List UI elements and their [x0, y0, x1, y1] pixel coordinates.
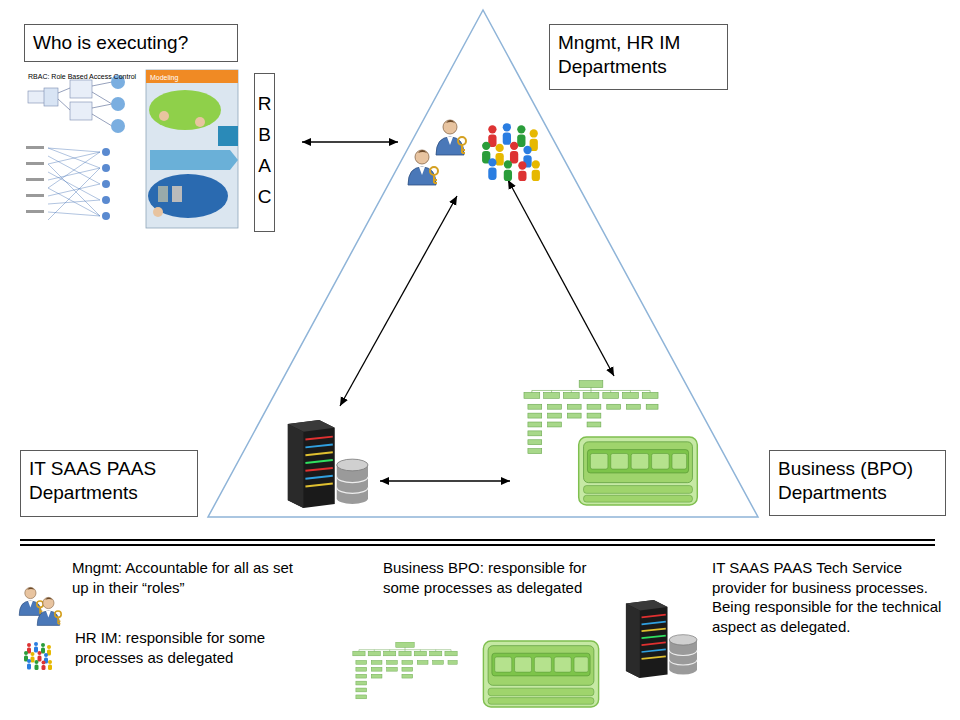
manager-icon: [436, 120, 466, 155]
illustration-caption: Modeling: [150, 74, 178, 81]
illustration-caption: RBAC: Role Based Access Control: [28, 73, 136, 80]
box-text: Who is executing?: [33, 31, 229, 55]
department-box: Business (BPO) Departments: [769, 450, 946, 516]
note-text: Business BPO: responsible for some proce…: [383, 558, 598, 597]
bpm-stack: [579, 437, 698, 505]
separator: [20, 539, 935, 541]
double-arrow: [302, 142, 614, 481]
org-chart: [353, 642, 457, 699]
server-icon: [626, 600, 697, 678]
bpm-stack: [483, 641, 598, 707]
manager-icon: [37, 597, 61, 625]
box-text: Business (BPO) Departments: [778, 457, 937, 505]
separator: [20, 544, 935, 546]
box-text: IT SAAS PAAS Departments: [29, 457, 189, 505]
department-box: IT SAAS PAAS Departments: [20, 450, 198, 517]
modeling-panel: [146, 70, 238, 228]
server-icon: [288, 420, 368, 508]
box-text: RBAC: [255, 88, 274, 212]
rbac-chart: [24, 70, 142, 228]
note-text: HR IM: responsible for some processes as…: [75, 628, 300, 667]
manager-icon: [19, 587, 43, 615]
rbac-box: RBAC: [254, 73, 275, 232]
triangle-outline: [208, 10, 758, 517]
manager-icon: [408, 150, 438, 185]
note-text: IT SAAS PAAS Tech Service provider for b…: [712, 558, 944, 636]
note-text: Mngmt: Accountable for all as set up in …: [72, 558, 312, 597]
box-text: Mngmt, HR IM Departments: [558, 31, 719, 79]
crowd-icon: [24, 642, 52, 670]
department-box: Mngmt, HR IM Departments: [549, 24, 728, 90]
title-box: Who is executing?: [24, 24, 238, 62]
crowd-icon: [482, 123, 540, 181]
